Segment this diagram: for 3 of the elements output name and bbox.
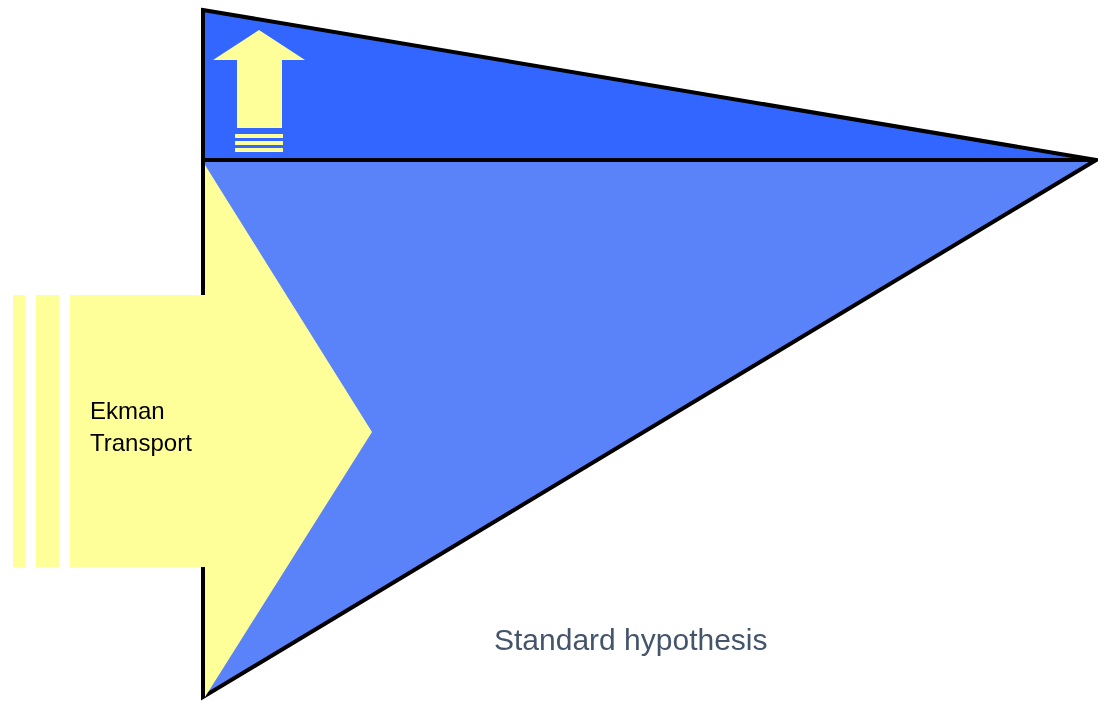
arrow-label: Ekman Transport (90, 396, 193, 458)
caption: Standard hypothesis (494, 622, 768, 658)
block-arrow (13, 165, 373, 698)
